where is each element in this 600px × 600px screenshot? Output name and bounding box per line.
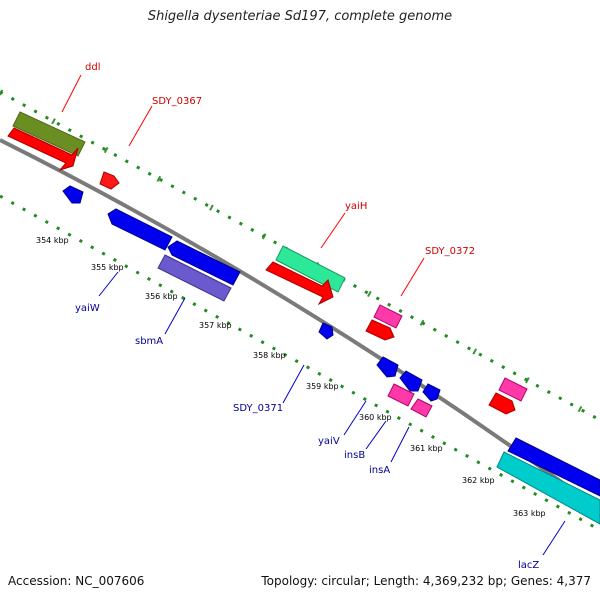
leader-sbma <box>164 297 186 335</box>
gene-sdy0372-red <box>365 319 395 341</box>
gene-sdy0371 <box>318 322 334 340</box>
gene-lacz-blue <box>507 437 600 497</box>
leader-sdy0372 <box>400 257 425 297</box>
leader-insb <box>365 420 387 450</box>
gene-blue-small-1 <box>62 185 84 204</box>
gene-insb-pink <box>387 383 415 407</box>
gene-yaiw <box>107 208 173 251</box>
leader-lacz <box>542 520 566 556</box>
leader-yaiv <box>343 400 367 436</box>
kbp-tick: 358 kbp <box>253 351 286 360</box>
gene-sdy0367 <box>99 171 120 190</box>
label-sdy0372: SDY_0372 <box>425 246 475 257</box>
gene-ddl-green <box>12 111 86 157</box>
genome-title: Shigella dysenteriae Sd197, complete gen… <box>147 9 453 24</box>
label-sdy0367: SDY_0367 <box>152 96 202 107</box>
gene-sbma-blue <box>167 240 241 286</box>
kbp-tick: 360 kbp <box>359 413 392 422</box>
gene-red-right <box>488 392 516 415</box>
forward-gene-labels: ddl SDY_0367 yaiH SDY_0372 <box>61 62 475 297</box>
gene-insb-blue <box>399 370 423 392</box>
label-insa: insA <box>369 465 390 476</box>
label-insb: insB <box>344 450 365 461</box>
kbp-tick: 362 kbp <box>462 476 495 485</box>
reverse-dotted-track <box>0 194 600 532</box>
label-yaih: yaiH <box>345 201 367 212</box>
kbp-tick: 356 kbp <box>145 292 178 301</box>
kbp-tick: 355 kbp <box>91 263 124 272</box>
kbp-tick: 363 kbp <box>513 509 546 518</box>
label-ddl: ddl <box>85 62 100 73</box>
gene-lacz-cyan <box>496 451 600 525</box>
accession-text: Accession: NC_007606 <box>8 574 145 588</box>
topology-text: Topology: circular; Length: 4,369,232 bp… <box>261 574 591 588</box>
reverse-gene-labels: yaiW sbmA SDY_0371 yaiV insB insA lacZ <box>75 271 566 571</box>
gene-insa-blue <box>422 383 441 402</box>
forward-features <box>7 111 528 415</box>
label-lacz: lacZ <box>518 560 539 571</box>
gene-pink-right <box>498 377 528 402</box>
kbp-ticks: 354 kbp 355 kbp 356 kbp 357 kbp 358 kbp … <box>36 236 546 518</box>
leader-ddl <box>61 74 82 113</box>
leader-yaiw <box>98 271 119 297</box>
label-sdy0371: SDY_0371 <box>233 403 283 414</box>
leader-sdy0371 <box>282 364 305 404</box>
label-yaiv: yaiV <box>318 436 340 447</box>
label-yaiw: yaiW <box>75 303 100 314</box>
reverse-features <box>62 185 600 525</box>
leader-yaih <box>320 212 346 249</box>
gene-yaiv <box>376 356 399 378</box>
kbp-tick: 359 kbp <box>306 382 339 391</box>
kbp-tick: 361 kbp <box>410 444 443 453</box>
gene-sbma-purple <box>157 254 232 302</box>
kbp-tick: 354 kbp <box>36 236 69 245</box>
leader-insa <box>390 426 410 463</box>
gene-insa-pink <box>410 398 433 418</box>
kbp-tick: 357 kbp <box>199 321 232 330</box>
leader-sdy0367 <box>128 105 153 147</box>
gene-yaih-red <box>265 261 334 306</box>
gene-sdy0372-pink <box>373 304 403 329</box>
label-sbma: sbmA <box>135 336 163 347</box>
gene-ddl-red <box>7 127 79 171</box>
